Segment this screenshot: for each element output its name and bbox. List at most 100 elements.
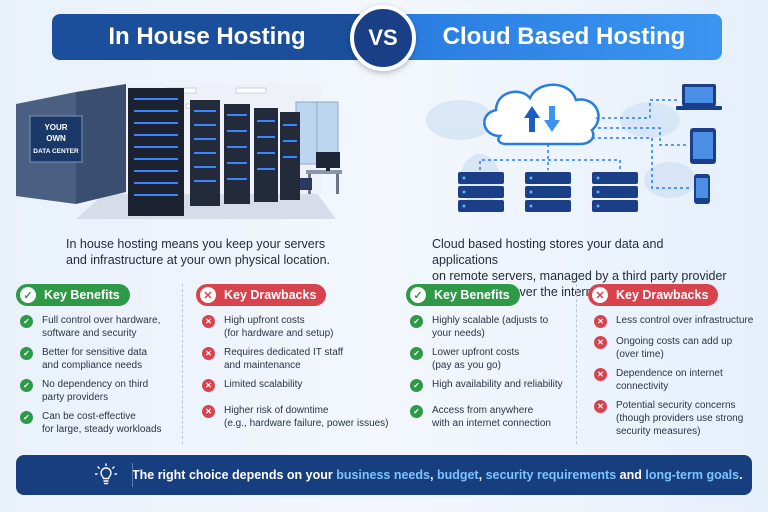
list-item-text: No dependency on third <box>42 379 149 390</box>
cloud-icon <box>483 83 600 146</box>
list-item-text: Higher risk of downtime <box>224 405 329 416</box>
x-circle-icon: ✕ <box>594 336 607 349</box>
cloud-title: Cloud Based Hosting <box>442 23 686 50</box>
list-item: ✓ Can be cost-effective for large, steady… <box>20 410 180 436</box>
x-circle-icon: ✕ <box>594 368 607 381</box>
list-item: ✕ Limited scalability <box>202 378 398 392</box>
remote-servers <box>458 172 638 212</box>
highlight-budget: budget <box>436 468 479 482</box>
in-house-drawbacks-list: ✕ High upfront costs (for hardware and se… <box>202 314 398 430</box>
in-house-description-line: and infrastructure at your own physical … <box>66 253 331 267</box>
cloud-title-banner: Cloud Based Hosting <box>406 14 722 60</box>
conclusion-suffix: . <box>739 468 743 482</box>
list-item-text: Can be cost-effective <box>42 411 136 422</box>
list-item-text: and compliance needs <box>42 360 143 371</box>
list-item: ✕ Higher risk of downtime(e.g., hardware… <box>202 404 398 430</box>
list-item: ✓ Full control over hardware,software an… <box>20 314 180 340</box>
list-item-text: Better for sensitive data <box>42 347 148 358</box>
x-circle-icon: ✕ <box>202 379 215 392</box>
list-item: ✓ Lower upfront costs (pay as you go) <box>410 346 574 372</box>
x-circle-icon: ✕ <box>200 287 216 303</box>
list-item-text: Dependence on internet <box>616 368 723 379</box>
list-item: ✕ Requires dedicated IT staff and mainten… <box>202 346 398 372</box>
cloud-benefits-header: ✓ Key Benefits <box>406 284 520 306</box>
list-item: ✓ Access from anywhere with an internet c… <box>410 404 574 430</box>
list-item-text: party providers <box>42 392 109 403</box>
list-item-text: (pay as you go) <box>432 360 501 371</box>
cloud-description-line: Cloud based hosting stores your data and… <box>432 237 664 267</box>
lightbulb-icon <box>94 463 118 485</box>
list-item: ✕ Less control over infrastructure <box>594 314 764 328</box>
data-center-illustration: YOUR OWN DATA CENTER <box>16 84 342 219</box>
conclusion-separator: , <box>429 468 437 482</box>
phone-icon <box>694 174 710 204</box>
check-circle-icon: ✓ <box>20 379 33 392</box>
tablet-icon <box>690 128 716 164</box>
list-item-text: and maintenance <box>224 360 301 371</box>
highlight-long-term-goals: long-term goals <box>645 468 740 482</box>
check-circle-icon: ✓ <box>410 405 423 418</box>
in-house-description: In house hosting means you keep your ser… <box>66 236 356 268</box>
cloud-description-line: on remote servers, managed by a third pa… <box>432 269 727 283</box>
list-item-text: Access from anywhere <box>432 405 534 416</box>
in-house-title-banner: In House Hosting <box>52 14 362 60</box>
check-circle-icon: ✓ <box>410 347 423 360</box>
conclusion-footer: The right choice depends on your busines… <box>16 455 752 495</box>
in-house-benefits-header: ✓ Key Benefits <box>16 284 130 306</box>
list-item-text: Ongoing costs can add up <box>616 336 733 347</box>
list-item-text: with an internet connection <box>432 418 551 429</box>
list-item-text: Full control over hardware, <box>42 315 161 326</box>
list-item-text: Requires dedicated IT staff <box>224 347 344 358</box>
conclusion-text: The right choice depends on your busines… <box>132 468 743 482</box>
x-circle-icon: ✕ <box>202 347 215 360</box>
check-circle-icon: ✓ <box>20 287 36 303</box>
list-item-text: Limited scalability <box>224 379 303 390</box>
in-house-description-line: In house hosting means you keep your ser… <box>66 237 326 251</box>
cloud-illustration <box>426 83 722 212</box>
server-racks <box>128 88 300 216</box>
list-item: ✕ High upfront costs(for hardware and se… <box>202 314 398 340</box>
cloud-benefits-label: Key Benefits <box>434 288 510 302</box>
cloud-benefits-list: ✓ Highly scalable (adjusts to your needs)… <box>410 314 574 430</box>
list-item: ✕ Ongoing costs can add up(over time) <box>594 335 764 361</box>
in-house-drawbacks-label: Key Drawbacks <box>224 288 317 302</box>
column-divider <box>576 284 577 444</box>
in-house-benefits-label: Key Benefits <box>44 288 120 302</box>
check-circle-icon: ✓ <box>20 347 33 360</box>
laptop-icon <box>676 84 722 110</box>
list-item-text: your needs) <box>432 328 485 339</box>
sign-line-3: DATA CENTER <box>33 148 79 155</box>
sign-line-2: OWN <box>46 134 66 143</box>
list-item-text: (for hardware and setup) <box>224 328 334 339</box>
conclusion-separator: , <box>478 468 486 482</box>
check-circle-icon: ✓ <box>20 411 33 424</box>
vs-label: VS <box>368 25 398 50</box>
list-item-text: Highly scalable (adjusts to <box>432 315 549 326</box>
list-item-text: security measures) <box>616 426 701 437</box>
list-item-text: for large, steady workloads <box>42 424 162 435</box>
x-circle-icon: ✕ <box>594 315 607 328</box>
list-item-text: (e.g., hardware failure, power issues) <box>224 418 389 429</box>
conclusion-separator: and <box>616 468 646 482</box>
list-item-text: Lower upfront costs <box>432 347 520 358</box>
cloud-drawbacks-label: Key Drawbacks <box>616 288 709 302</box>
in-house-benefits-list: ✓ Full control over hardware,software an… <box>20 314 180 436</box>
list-item-text: High upfront costs <box>224 315 305 326</box>
list-item: ✓ Better for sensitive data and complianc… <box>20 346 180 372</box>
list-item-text: High availability and reliability <box>432 379 563 390</box>
list-item: ✓ High availability and reliability <box>410 378 574 392</box>
conclusion-prefix: The right choice depends on your <box>132 468 337 482</box>
footer-separator <box>132 463 133 487</box>
vs-badge: VS <box>350 5 416 71</box>
list-item: ✕ Potential security concerns(though pro… <box>594 399 764 438</box>
check-circle-icon: ✓ <box>20 315 33 328</box>
list-item: ✓ No dependency on third party providers <box>20 378 180 404</box>
workstation-desk <box>300 152 342 194</box>
x-circle-icon: ✕ <box>594 400 607 413</box>
list-item-text: Less control over infrastructure <box>616 315 754 326</box>
column-divider <box>182 284 183 444</box>
data-center-sign: YOUR OWN DATA CENTER <box>29 115 83 163</box>
highlight-business-needs: business needs <box>336 468 430 482</box>
